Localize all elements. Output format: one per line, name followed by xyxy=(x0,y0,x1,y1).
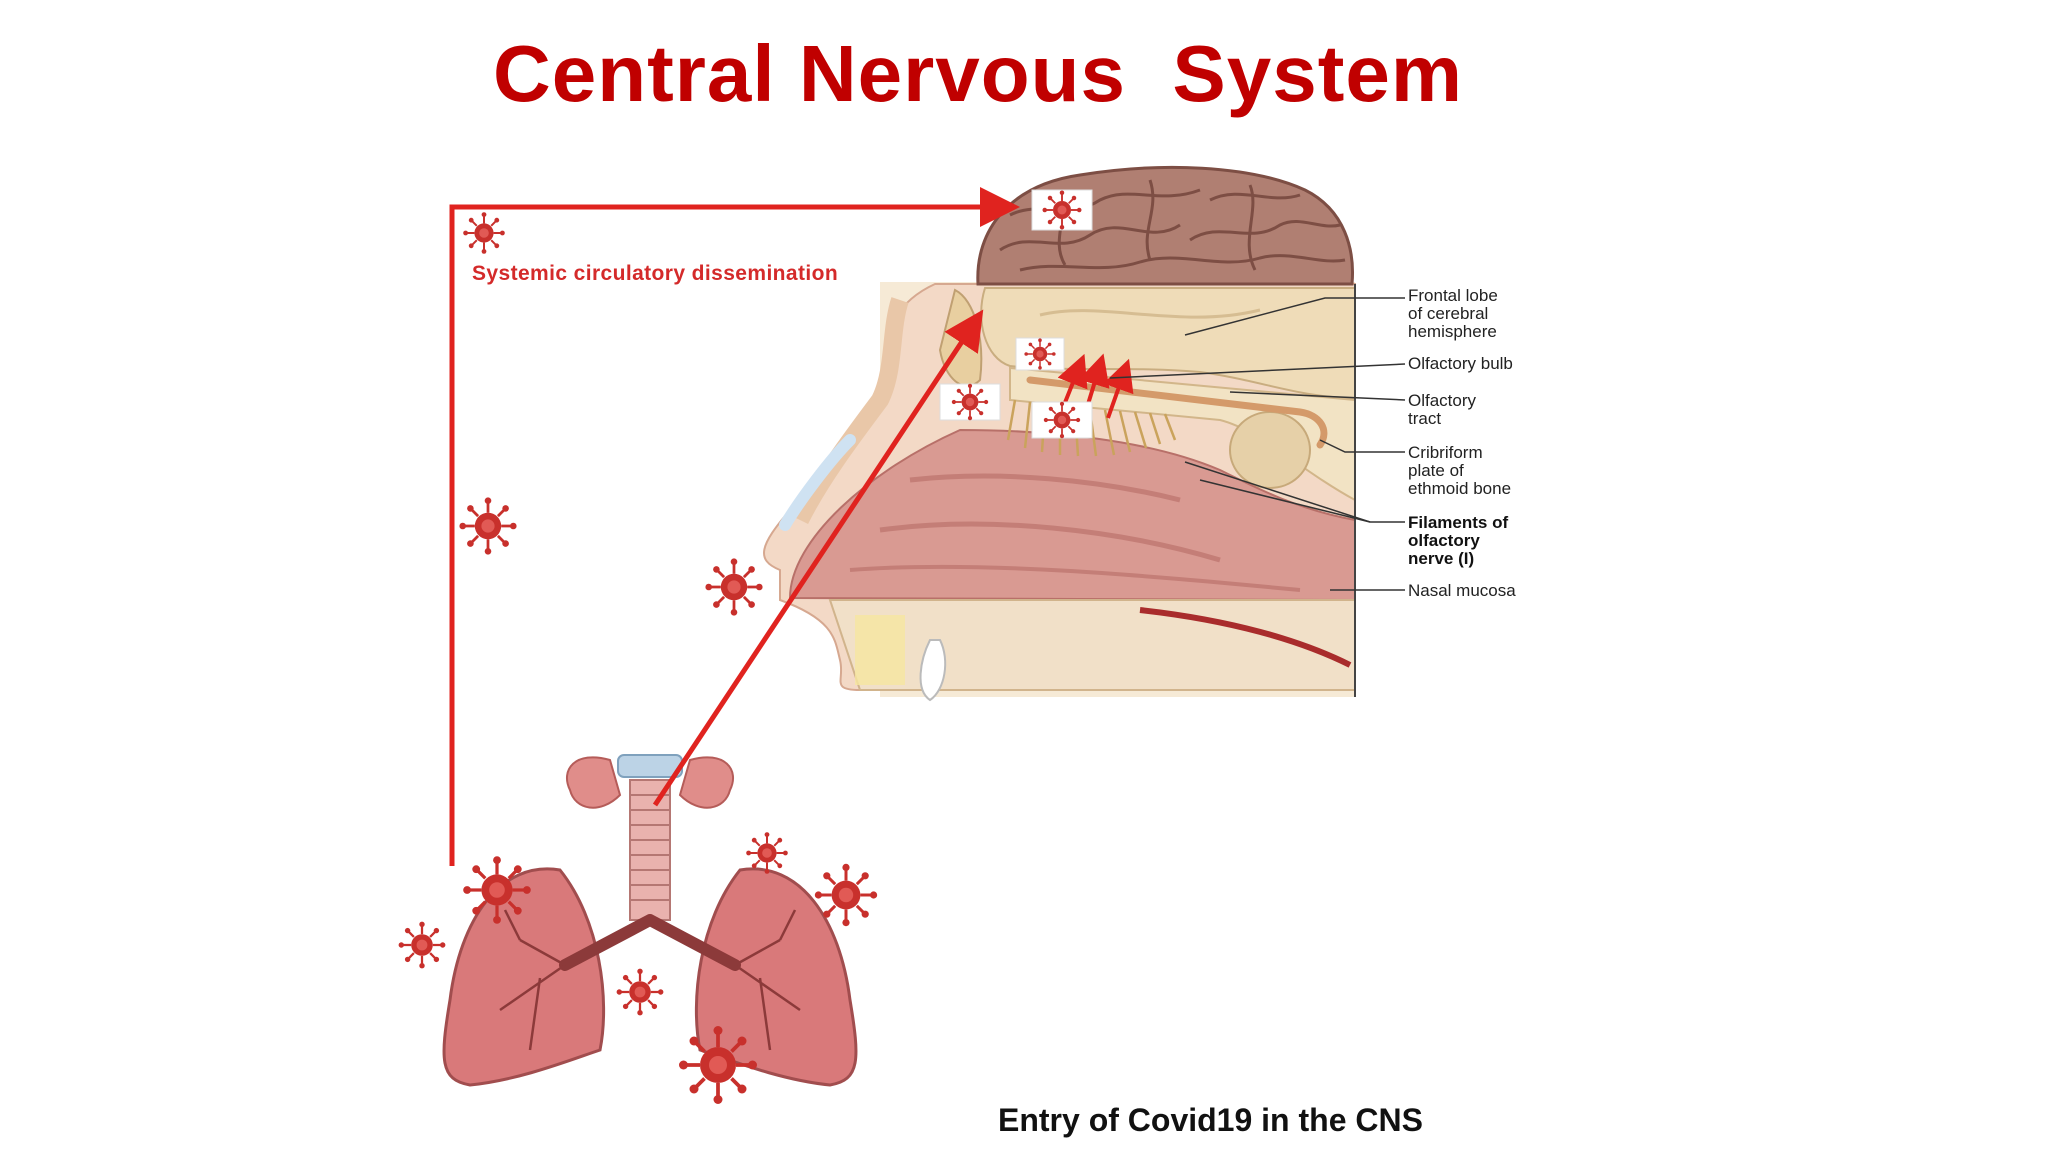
label-olfactory-tract: Olfactory tract xyxy=(1408,391,1477,428)
virus-particles xyxy=(397,189,1093,1106)
virus-icon xyxy=(1031,189,1093,231)
nasal-entry-arrow xyxy=(652,309,984,807)
virus-icon xyxy=(615,967,665,1017)
label-olfactory-bulb: Olfactory bulb xyxy=(1408,354,1513,373)
systemic-circulation-arrow xyxy=(449,187,1020,866)
label-frontal-lobe: Frontal lobe of cerebral hemisphere xyxy=(1408,286,1498,341)
virus-icon xyxy=(397,920,447,970)
right-lung xyxy=(694,867,858,1087)
left-lung xyxy=(442,867,606,1087)
virus-icon xyxy=(1031,400,1093,440)
virus-icon xyxy=(939,382,1001,422)
label-nasal-mucosa: Nasal mucosa xyxy=(1408,581,1516,600)
figure-caption: Entry of Covid19 in the CNS xyxy=(998,1102,1423,1138)
label-cribriform-plate: Cribriform plate of ethmoid bone xyxy=(1408,443,1512,498)
systemic-dissemination-label: Systemic circulatory dissemination xyxy=(472,262,839,285)
virus-icon xyxy=(704,557,764,617)
page-title: Central Nervous System xyxy=(492,29,1464,118)
label-leader-lines xyxy=(1109,297,1406,591)
virus-icon xyxy=(1015,337,1065,371)
lungs xyxy=(442,754,858,1087)
virus-icon xyxy=(458,496,518,556)
virus-icon xyxy=(462,211,506,255)
label-filaments: Filaments of olfactory nerve (I) xyxy=(1408,513,1509,568)
